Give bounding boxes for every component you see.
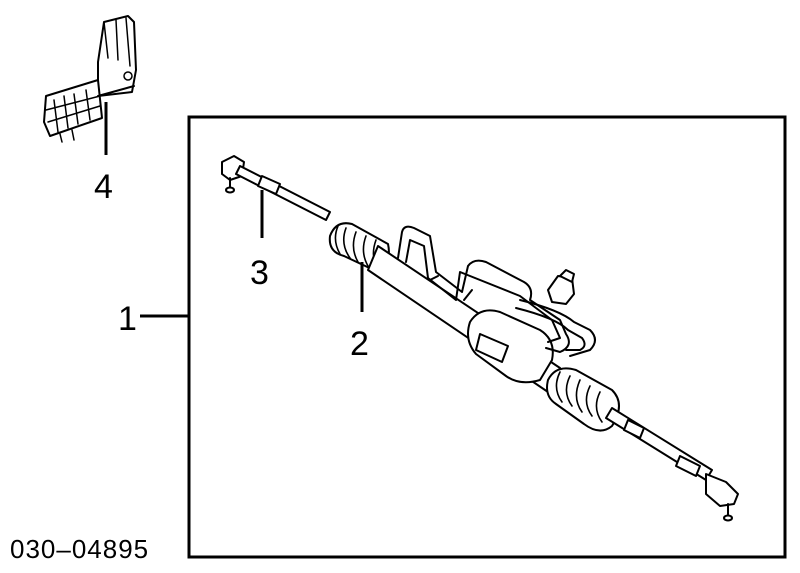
steering-rack-assembly — [221, 155, 739, 522]
assembly-frame — [187, 115, 787, 559]
mounting-bracket — [43, 15, 137, 143]
callout-1: 1 — [118, 300, 137, 338]
callout-3: 3 — [250, 254, 269, 292]
callout-4: 4 — [94, 168, 113, 206]
callout-2: 2 — [350, 325, 369, 363]
part-number: 030–04895 — [10, 534, 149, 564]
right-dust-boot — [546, 367, 620, 432]
